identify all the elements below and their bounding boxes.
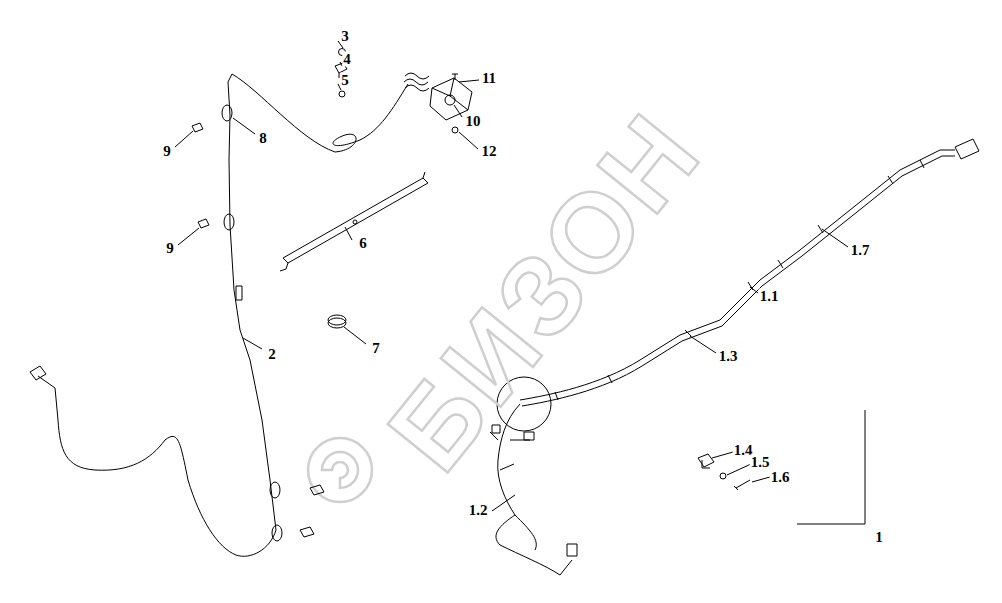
callout-number: 3 — [340, 29, 350, 44]
callout-number: 5 — [340, 73, 350, 88]
callout-number: 1.1 — [759, 289, 780, 304]
callout-number: 1.2 — [468, 503, 489, 518]
grommet — [222, 105, 232, 121]
callout-number: 6 — [358, 236, 368, 251]
connector — [567, 544, 577, 556]
callout-number: 2 — [267, 347, 277, 362]
callout-number: 1 — [874, 530, 884, 545]
clip — [300, 527, 314, 537]
leader-line — [492, 452, 770, 511]
connector — [236, 286, 242, 300]
callout-number: 8 — [258, 131, 268, 146]
leader-line — [690, 229, 848, 353]
clip — [698, 454, 714, 468]
callout-number: 12 — [481, 144, 498, 159]
leader-line — [243, 227, 366, 349]
clip — [192, 123, 203, 132]
callout-number: 1.5 — [750, 455, 771, 470]
washer — [720, 473, 726, 479]
callout-number: 9 — [165, 241, 175, 256]
connector — [955, 139, 979, 159]
watermark: БИЗОН — [370, 94, 720, 489]
bolt — [452, 74, 458, 80]
callout-number: 1.7 — [850, 243, 871, 258]
spring — [404, 73, 429, 91]
washer — [339, 91, 345, 97]
callout-number: 11 — [481, 71, 497, 86]
callout-number: 7 — [371, 341, 381, 356]
group-bracket — [797, 410, 865, 524]
bolt — [734, 480, 750, 490]
harness — [496, 404, 572, 575]
leader-line — [175, 118, 255, 245]
callout-number: 4 — [342, 52, 352, 67]
mounting-bar — [280, 172, 428, 271]
logo — [308, 438, 372, 502]
callout-number: 1.3 — [718, 349, 739, 364]
clip — [198, 219, 209, 228]
callout-number: 9 — [162, 144, 172, 159]
connector — [30, 366, 46, 380]
clip — [310, 485, 324, 495]
callout-number: 1.6 — [770, 470, 791, 485]
callout-number: 10 — [465, 114, 482, 129]
nut — [452, 127, 458, 133]
cable — [38, 74, 408, 556]
